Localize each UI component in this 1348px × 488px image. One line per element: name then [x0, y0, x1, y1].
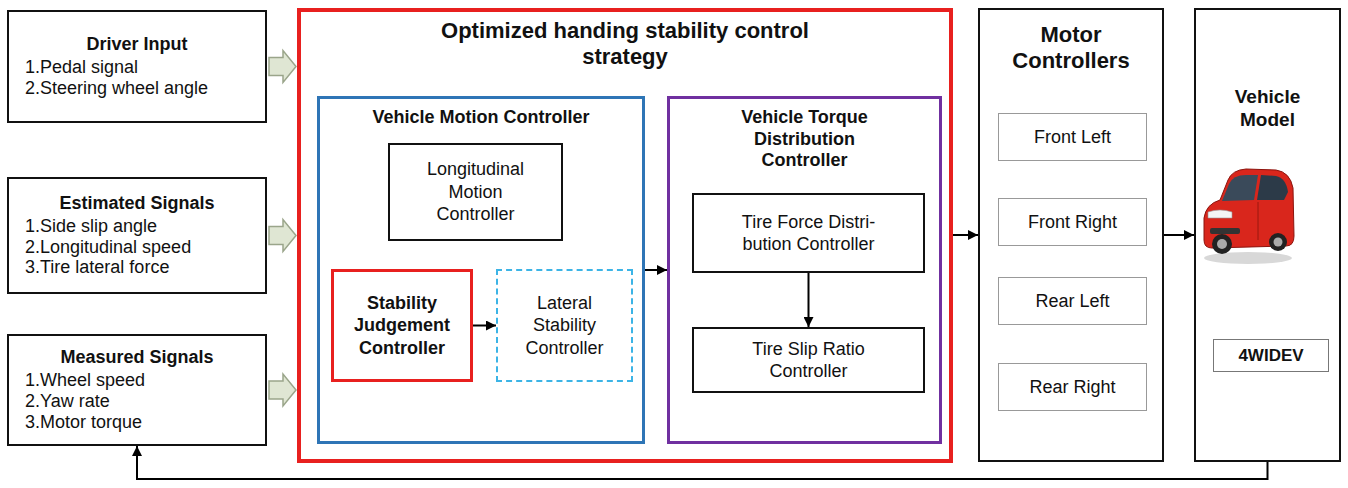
motor-box: Rear Left — [998, 277, 1147, 325]
group-title: Vehicle Torque Distribution Controller — [722, 107, 887, 172]
box-heading: Measured Signals — [60, 347, 213, 368]
group-title: Optimized handing stability control stra… — [405, 18, 845, 71]
strategy-frame: Optimized handing stability control stra… — [297, 8, 953, 463]
vehicle-panel: Vehicle Model 4WIDEV — [1194, 8, 1341, 462]
input-box: Driver Input1.Pedal signal2.Steering whe… — [7, 10, 267, 123]
box-heading: Driver Input — [86, 34, 187, 55]
process-box: Tire Slip Ratio Controller — [692, 327, 925, 393]
box-label: Stability Judgement Controller — [342, 292, 462, 360]
box-label: Rear Right — [1029, 376, 1115, 399]
box-label: Longitudinal Motion Controller — [411, 158, 541, 226]
list-item: 3.Motor torque — [19, 412, 142, 433]
box-label: Lateral Stability Controller — [510, 292, 620, 360]
list-item: 1.Pedal signal — [19, 57, 138, 78]
signal-arrow — [645, 269, 667, 271]
model-label-box: 4WIDEV — [1213, 339, 1329, 372]
signal-arrow — [473, 325, 496, 327]
box-label: Front Left — [1034, 126, 1111, 149]
controller-group: Vehicle Torque Distribution ControllerTi… — [667, 96, 942, 444]
controller-group: Vehicle Motion ControllerLongitudinal Mo… — [317, 96, 645, 444]
block-arrow — [269, 51, 296, 83]
process-box: Tire Force Distri- bution Controller — [692, 193, 925, 273]
box-label: Front Right — [1028, 211, 1117, 234]
list-item: 1.Side slip angle — [19, 216, 157, 237]
list-item: 2.Longitudinal speed — [19, 237, 191, 258]
box-label: Tire Force Distri- bution Controller — [719, 211, 899, 256]
group-title: Motor Controllers — [996, 22, 1146, 75]
motor-box: Front Left — [998, 113, 1147, 161]
group-title: Vehicle Model — [1213, 86, 1323, 132]
list-item: 3.Tire lateral force — [19, 257, 169, 278]
box-label: 4WIDEV — [1238, 345, 1303, 366]
group-title: Vehicle Motion Controller — [331, 107, 631, 129]
box-label: Rear Left — [1035, 290, 1109, 313]
signal-arrow — [1164, 234, 1194, 236]
list-item: 2.Yaw rate — [19, 391, 110, 412]
signal-arrow — [953, 234, 978, 236]
motor-box: Rear Right — [998, 363, 1147, 411]
motor-box: Front Right — [998, 198, 1147, 246]
process-box: Lateral Stability Controller — [496, 269, 633, 382]
input-box: Measured Signals1.Wheel speed2.Yaw rate3… — [7, 334, 267, 446]
process-box: Longitudinal Motion Controller — [388, 143, 563, 241]
signal-arrow — [808, 273, 810, 327]
car-illustration — [1198, 140, 1298, 270]
block-arrow — [269, 374, 296, 406]
list-item: 1.Wheel speed — [19, 370, 145, 391]
process-box: Stability Judgement Controller — [331, 269, 473, 382]
list-item: 2.Steering wheel angle — [19, 78, 208, 99]
motor-panel: Motor ControllersFront LeftFront RightRe… — [978, 8, 1164, 462]
box-label: Tire Slip Ratio Controller — [726, 338, 891, 383]
input-box: Estimated Signals1.Side slip angle2.Long… — [7, 177, 267, 294]
box-heading: Estimated Signals — [59, 193, 214, 214]
block-arrow — [269, 220, 296, 252]
